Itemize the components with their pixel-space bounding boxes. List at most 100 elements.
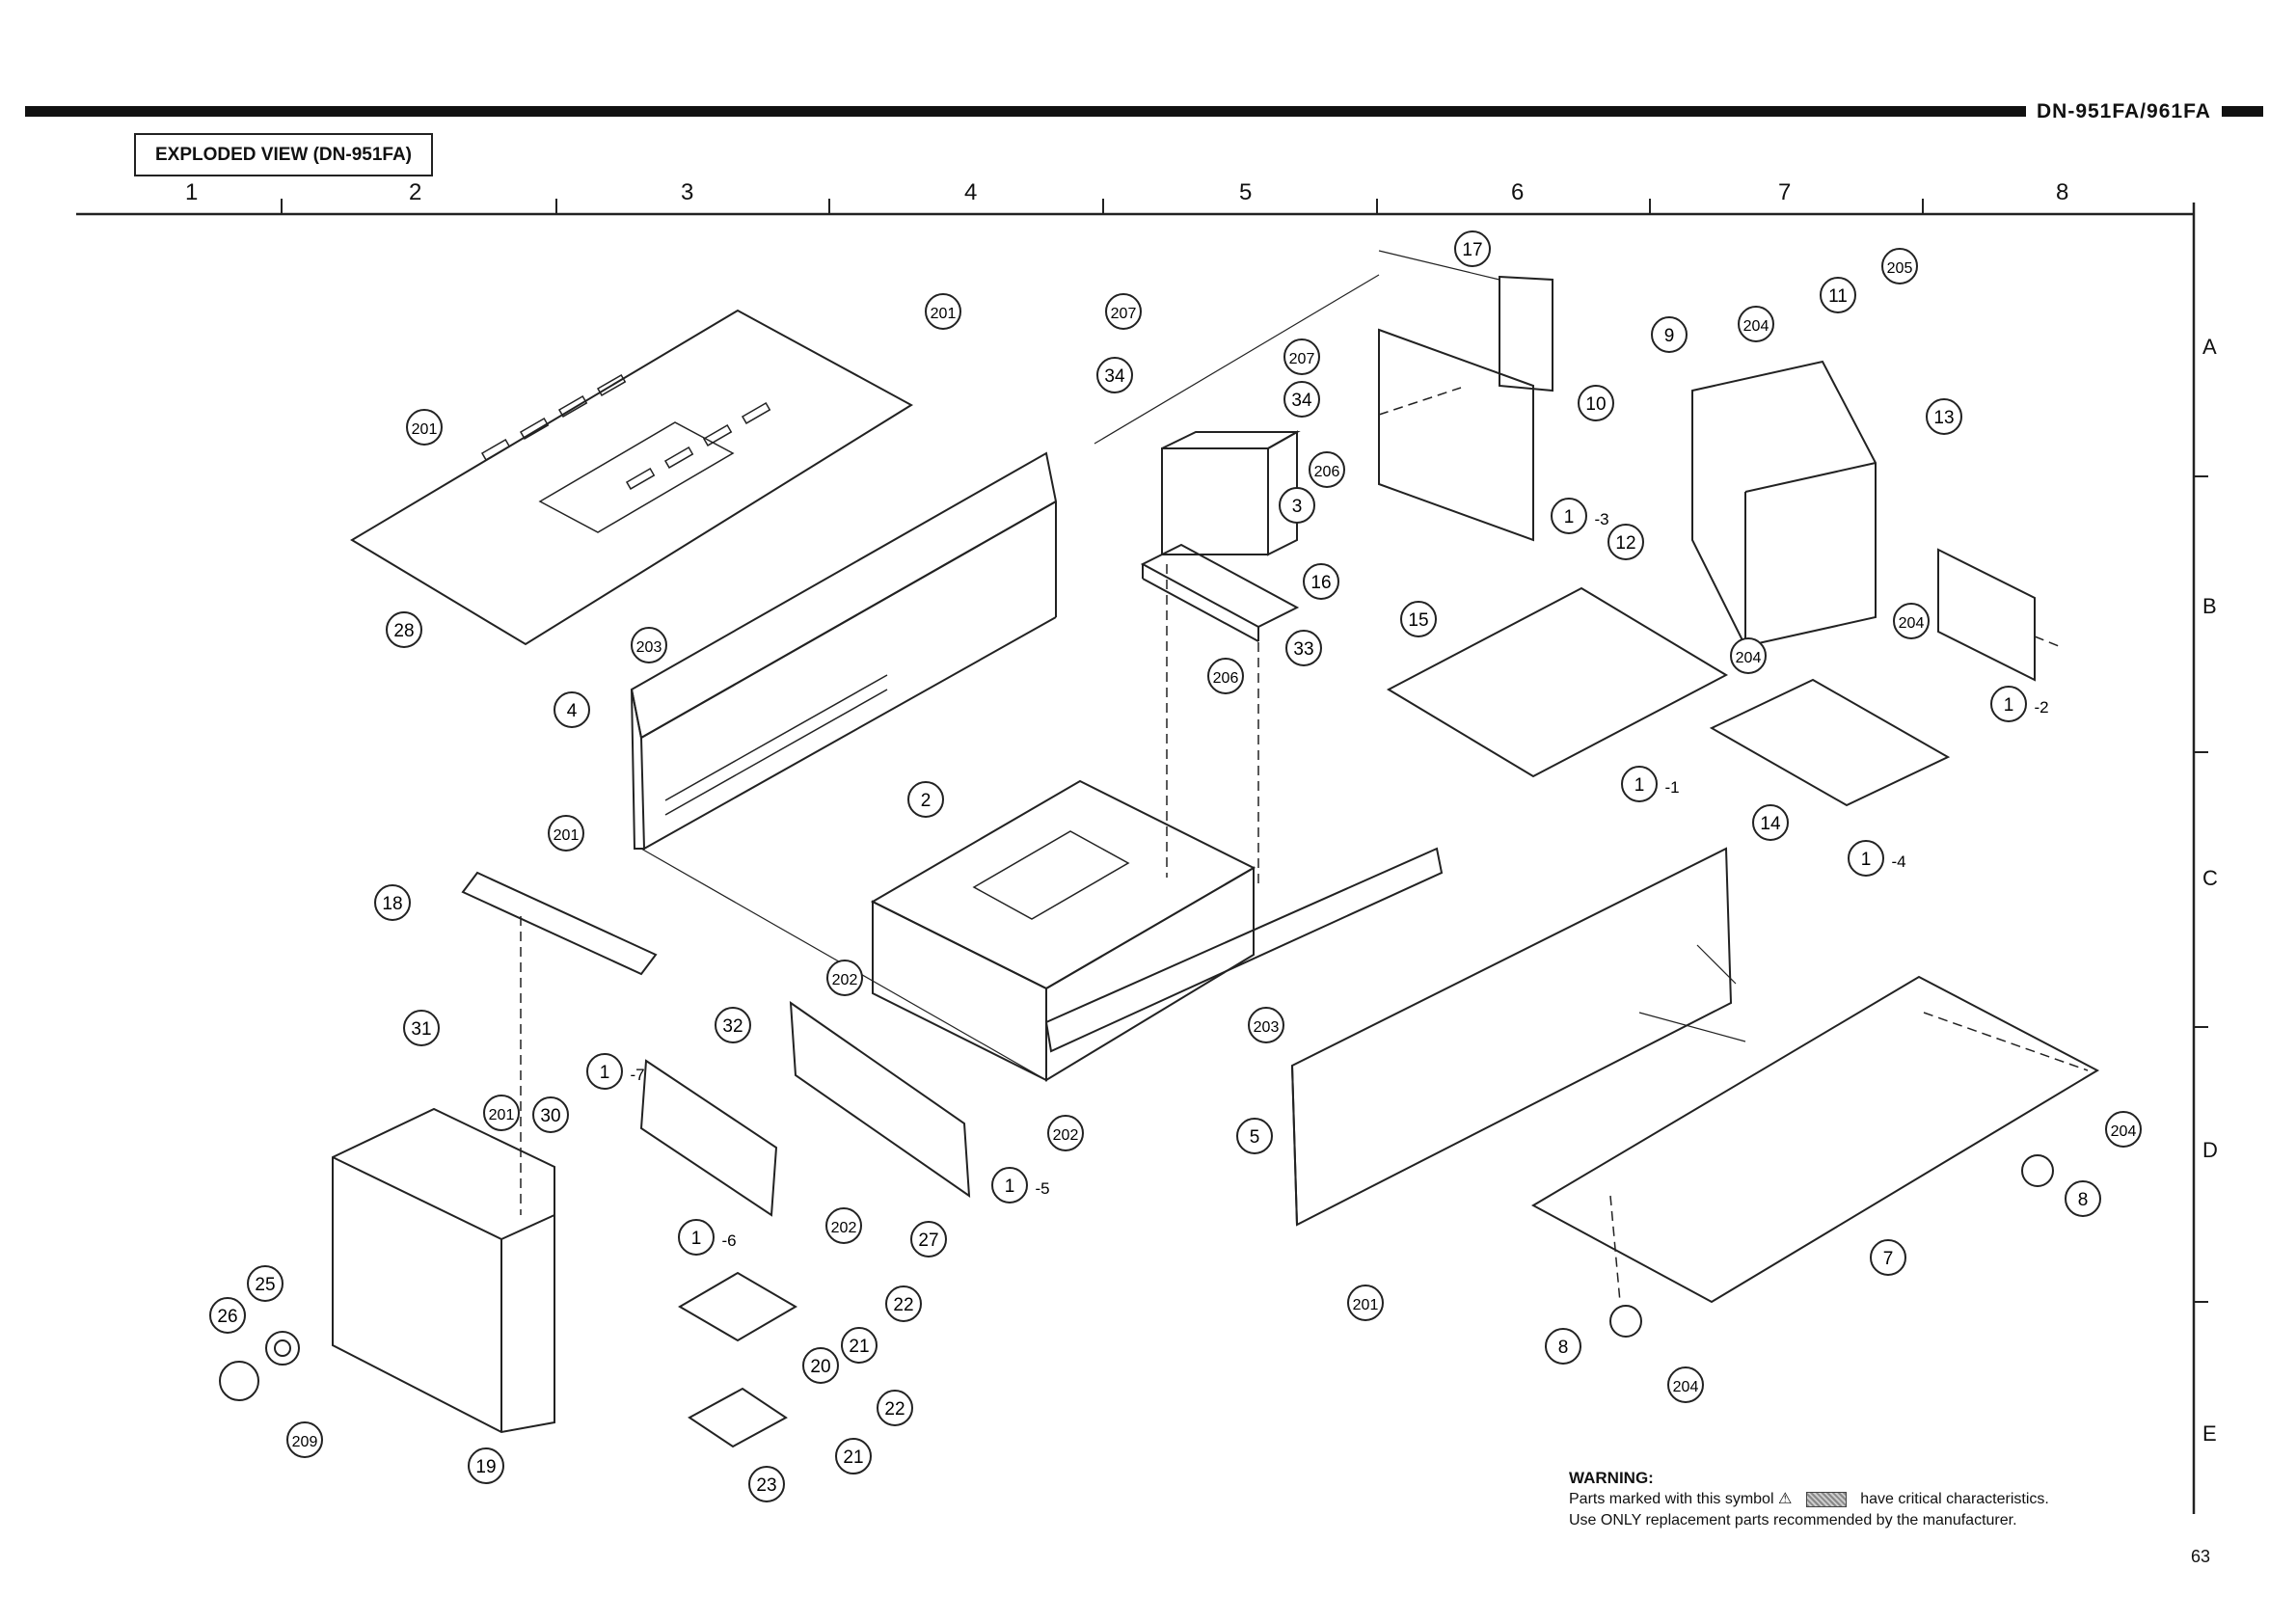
- header-rule: [25, 106, 2026, 117]
- callout-number: 17: [1462, 240, 1482, 260]
- callout-circle: [1454, 230, 1491, 267]
- grid-column-label: 2: [409, 179, 422, 205]
- part-callout-31: 31: [403, 1010, 440, 1046]
- part-callout-28: 28: [386, 611, 422, 648]
- callout-circle: [802, 1347, 839, 1384]
- part-callout-13: 13: [1926, 398, 1962, 435]
- callout-suffix: -6: [721, 1231, 736, 1250]
- callout-circle: [1870, 1239, 1906, 1276]
- callout-number: 22: [884, 1399, 905, 1420]
- callout-circle: [468, 1447, 504, 1484]
- callout-number: 204: [2111, 1123, 2137, 1140]
- callout-circle: [631, 627, 667, 663]
- callout-circle: [1893, 603, 1930, 639]
- callout-number: 12: [1615, 533, 1635, 554]
- callout-number: 207: [1111, 306, 1137, 322]
- callout-suffix: -7: [630, 1066, 644, 1084]
- callout-circle: [406, 409, 443, 446]
- callout-number: 201: [1353, 1297, 1379, 1313]
- callout-circle: [1730, 637, 1767, 674]
- callout-circle: [1848, 840, 1884, 877]
- callout-number: 22: [893, 1295, 913, 1315]
- callout-number: 25: [255, 1275, 275, 1295]
- callout-suffix: -2: [2034, 698, 2048, 717]
- callout-circle: [748, 1466, 785, 1502]
- part-callout-10: 10: [1578, 385, 1614, 421]
- callout-number: 2: [921, 791, 932, 811]
- warning-line-2: Use ONLY replacement parts recommended b…: [1569, 1512, 2017, 1528]
- callout-number: 33: [1293, 639, 1313, 660]
- part-callout-22: 22: [877, 1390, 913, 1426]
- callout-circle: [1738, 306, 1774, 342]
- part-callout-15: 15: [1400, 601, 1437, 637]
- callout-number: 21: [849, 1337, 869, 1357]
- callout-number: 20: [810, 1357, 830, 1377]
- callout-suffix: -4: [1891, 852, 1905, 871]
- callout-number: 1: [1005, 1177, 1015, 1197]
- callout-circle: [826, 960, 863, 996]
- callout-number: 26: [217, 1307, 237, 1327]
- callout-number: 31: [411, 1019, 431, 1040]
- callout-number: 23: [756, 1475, 776, 1496]
- page-title: EXPLODED VIEW (DN-951FA): [134, 133, 433, 176]
- callout-circle: [1283, 381, 1320, 418]
- callout-circle: [1621, 766, 1658, 802]
- callout-number: 204: [1673, 1379, 1699, 1395]
- callout-circle: [841, 1327, 878, 1364]
- callout-circle: [1283, 338, 1320, 375]
- callout-circle: [910, 1221, 947, 1258]
- part-callout-206: 206: [1309, 451, 1345, 488]
- callout-number: 19: [475, 1457, 496, 1477]
- part-callout-17: 17: [1454, 230, 1491, 267]
- part-callout-204: 204: [1893, 603, 1930, 639]
- callout-circle: [209, 1297, 246, 1334]
- part-callout-1-4: 1-4: [1848, 840, 1906, 877]
- callout-number: 28: [393, 621, 414, 641]
- callout-number: 201: [412, 421, 438, 438]
- callout-number: 16: [1310, 573, 1331, 593]
- callout-number: 206: [1314, 464, 1340, 480]
- grid-column-label: 7: [1778, 179, 1792, 205]
- page-number: 63: [2191, 1547, 2211, 1566]
- warning-line-1-start: Parts marked with this symbol: [1569, 1491, 1774, 1507]
- callout-circle: [1881, 248, 1918, 284]
- part-callout-1-3: 1-3: [1551, 498, 1609, 534]
- callout-circle: [991, 1167, 1028, 1204]
- grid-column-label: 3: [681, 179, 694, 205]
- part-callout-8: 8: [2065, 1180, 2101, 1217]
- grid-row-label: B: [2202, 594, 2217, 618]
- callout-number: 34: [1291, 391, 1312, 411]
- part-callout-25: 25: [247, 1265, 284, 1302]
- grid-row-label: C: [2202, 866, 2218, 890]
- warning-note: WARNING: Parts marked with this symbol ⚠…: [1569, 1468, 2049, 1531]
- part-callout-207: 207: [1283, 338, 1320, 375]
- part-callout-205: 205: [1881, 248, 1918, 284]
- part-callout-19: 19: [468, 1447, 504, 1484]
- callout-number: 5: [1250, 1127, 1260, 1148]
- callout-circle: [925, 293, 961, 330]
- part-callout-34: 34: [1096, 357, 1133, 393]
- callout-number: 9: [1664, 326, 1675, 346]
- callout-circle: [1990, 686, 2027, 722]
- part-callout-26: 26: [209, 1297, 246, 1334]
- callout-number: 1: [1564, 507, 1575, 527]
- part-callout-8: 8: [1545, 1328, 1581, 1365]
- callout-circle: [1347, 1285, 1384, 1321]
- callout-number: 8: [1558, 1338, 1569, 1358]
- callout-number: 32: [722, 1016, 743, 1037]
- grid-column-label: 6: [1511, 179, 1525, 205]
- callout-number: 7: [1883, 1249, 1894, 1269]
- callout-circle: [548, 815, 584, 852]
- callout-number: 1: [600, 1063, 610, 1083]
- part-callout-9: 9: [1651, 316, 1688, 353]
- callout-circle: [554, 691, 590, 728]
- callout-circle: [1667, 1366, 1704, 1403]
- part-callout-4: 4: [554, 691, 590, 728]
- callout-circle: [247, 1265, 284, 1302]
- part-callout-207: 207: [1105, 293, 1142, 330]
- part-callout-202: 202: [826, 960, 863, 996]
- part-callout-204: 204: [1667, 1366, 1704, 1403]
- part-callout-1-7: 1 -7: [586, 1053, 645, 1090]
- grid-row-label: D: [2202, 1138, 2218, 1162]
- shaded-box-icon: [1805, 1491, 1847, 1507]
